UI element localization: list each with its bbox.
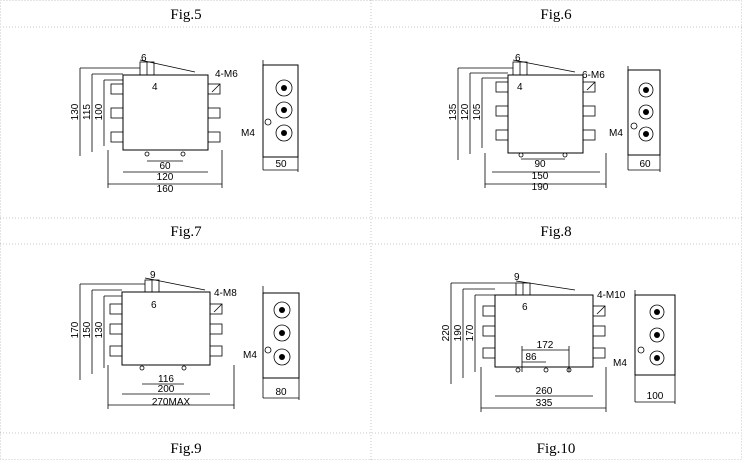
dimension-lines [79,277,235,409]
filter-front-view [110,61,221,157]
ground-stud-label: M4 [609,128,623,139]
filter-side-view [627,66,661,172]
filter-front-view [109,279,223,371]
width-dim-outer: 335 [536,398,553,409]
height-dim-middle: 150 [82,321,93,338]
ground-stud-label: M4 [243,350,257,361]
width-dim-middle: 120 [157,172,174,183]
height-dim-inner: 100 [94,103,105,120]
top-height-dim: 6 [522,302,528,313]
filter-front-view [495,61,596,158]
side-width-dim: 60 [639,159,651,170]
fig8-title: Fig.8 [540,224,571,240]
fig10-title: Fig.10 [537,441,576,457]
inner-dim-short: 86 [525,352,537,363]
width-dim-inner: 60 [159,161,171,172]
fig7-title: Fig.7 [170,224,202,240]
width-dim-inner: 90 [534,159,546,170]
filter-drawing-1: 130 115 100 6 4 4-M6 60 120 160 M4 50 [70,53,299,195]
width-dim-outer: 190 [532,182,549,193]
width-dim-outer: 160 [157,184,174,195]
width-dim-middle: 260 [536,386,553,397]
width-dim-outer: 270MAX [152,397,191,408]
top-width-dim: 9 [150,270,156,281]
top-width-dim: 6 [515,53,521,64]
top-width-dim: 6 [141,53,147,64]
filter-side-view [634,290,676,404]
ground-stud-label: M4 [241,128,255,139]
filter-front-view [482,282,606,373]
top-width-dim: 9 [514,272,520,283]
side-width-dim: 50 [275,159,287,170]
bolt-spec: 4-M10 [597,290,626,301]
ground-stud-label: M4 [613,358,627,369]
dimension-lines [457,59,607,188]
terminal-block-left [109,303,123,357]
height-dim-middle: 120 [460,103,471,120]
height-dim-inner: 130 [94,321,105,338]
width-dim-middle: 200 [158,384,175,395]
bolt-spec: 4-M6 [215,69,238,80]
terminal-block-right [209,303,223,357]
filter-side-view [262,286,300,400]
terminal-block-left [110,83,124,143]
top-height-dim: 4 [152,82,158,93]
height-dim-outer: 135 [448,103,459,120]
filter-drawing-2: 135 120 105 6 4 6-M6 90 150 190 M4 60 [448,53,661,193]
fig9-title: Fig.9 [170,441,201,457]
terminal-block-right [592,305,606,359]
filter-drawing-4: 220 190 170 9 6 4-M10 172 86 260 335 M4 … [441,272,676,412]
dimension-lines [450,280,607,412]
bolt-spec: 4-M8 [214,288,237,299]
filter-drawing-3: 170 150 130 9 6 4-M8 116 200 270MAX M4 8… [70,270,300,409]
height-dim-middle: 115 [82,104,93,120]
top-height-dim: 6 [151,300,157,311]
terminal-block-left [482,305,496,359]
filter-side-view [262,60,299,172]
width-dim-inner: 116 [158,374,174,385]
height-dim-outer: 220 [441,324,452,341]
side-width-dim: 80 [275,387,287,398]
side-width-dim: 100 [647,391,664,402]
height-dim-outer: 130 [70,103,81,120]
inner-dim-long: 172 [537,340,554,351]
terminal-block-right [207,83,221,143]
bolt-spec: 6-M6 [582,70,605,81]
terminal-block-right [582,81,596,141]
dimension-lines [79,59,223,188]
height-dim-inner: 170 [465,324,476,341]
height-dim-inner: 105 [472,103,483,120]
fig5-title: Fig.5 [170,7,201,23]
height-dim-middle: 190 [453,324,464,341]
width-dim-middle: 150 [532,171,549,182]
top-height-dim: 4 [517,82,523,93]
height-dim-outer: 170 [70,321,81,338]
terminal-block-left [495,81,509,141]
fig6-title: Fig.6 [540,7,572,23]
